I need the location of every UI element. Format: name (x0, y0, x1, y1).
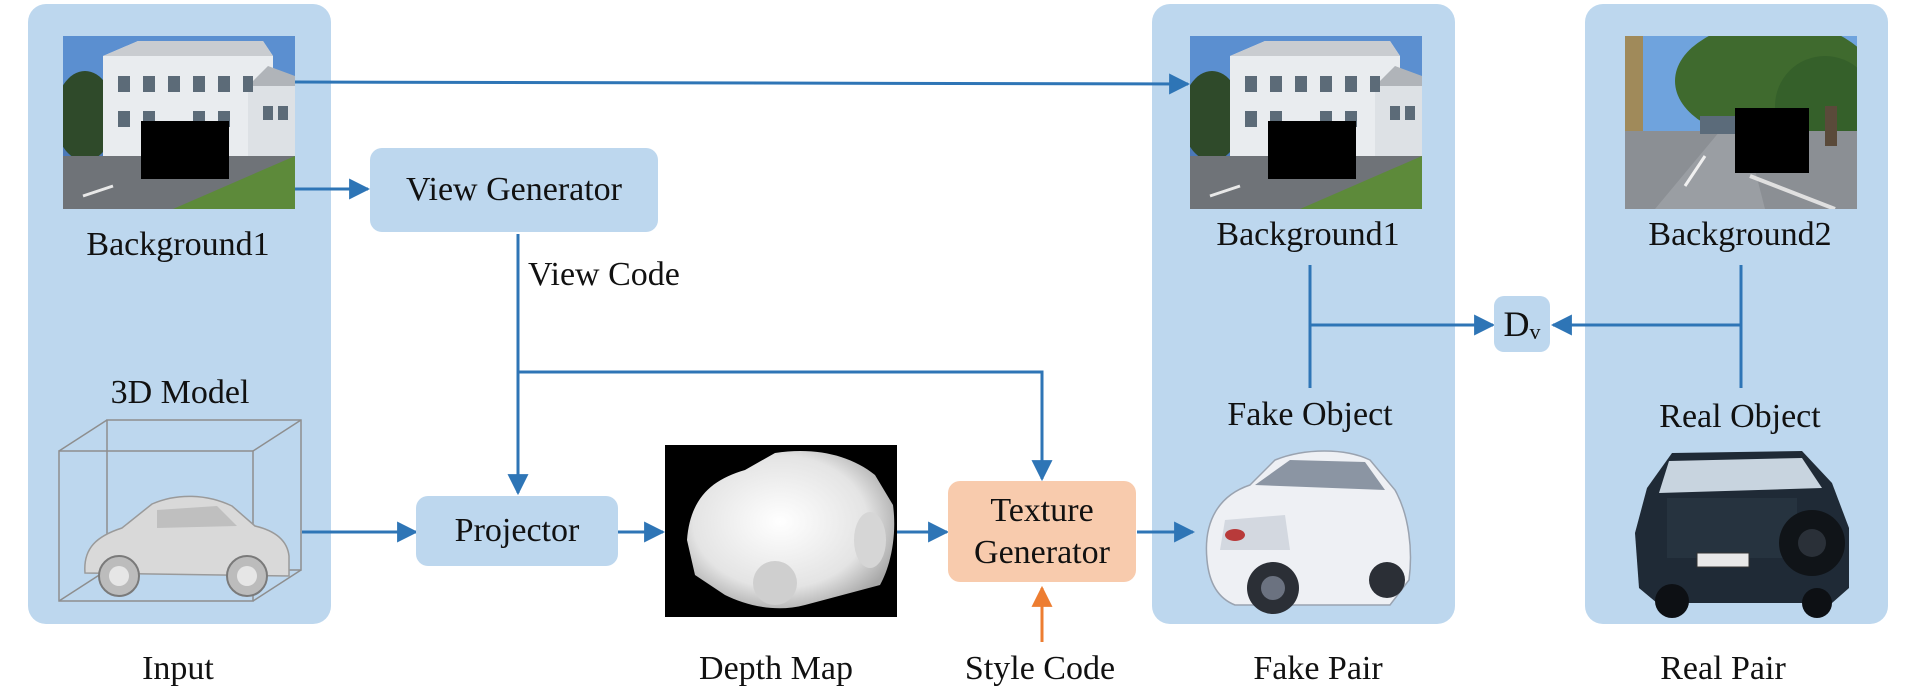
fake-object-label: Fake Object (1227, 396, 1393, 433)
depth-map-image (665, 445, 897, 617)
view-generator-label: View Generator (405, 171, 623, 208)
style-code-caption: Style Code (964, 650, 1116, 687)
projector-label: Projector (454, 512, 580, 549)
fake-object-image (1195, 440, 1415, 618)
real-pair-caption: Real Pair (1660, 650, 1786, 687)
background1-fake-label: Background1 (1216, 216, 1400, 253)
texture-generator-label-line1: Texture (990, 491, 1094, 529)
real-object-image (1627, 443, 1857, 618)
3d-model-image (57, 418, 305, 603)
fake-pair-caption: Fake Pair (1253, 650, 1383, 687)
discriminator-subscript: v (1529, 319, 1541, 344)
real-object-label: Real Object (1659, 398, 1821, 435)
input-caption: Input (142, 650, 214, 687)
3d-model-label: 3D Model (110, 374, 250, 411)
background1-input-image (63, 36, 295, 209)
discriminator-label: D (1503, 304, 1530, 344)
projector-node: Projector (416, 496, 618, 566)
depth-map-caption: Depth Map (699, 650, 853, 687)
view-generator-node: View Generator (370, 148, 658, 232)
arrow-view-code-to-texture-generator (518, 370, 1053, 482)
background1-fake-image (1190, 36, 1422, 209)
background2-image (1625, 36, 1857, 209)
texture-generator-node: Texture Generator (948, 481, 1136, 582)
view-code-label: View Code (528, 256, 680, 293)
background1-input-label: Background1 (86, 226, 270, 263)
arrow-background-to-fake-pair (294, 73, 1191, 95)
background2-label: Background2 (1648, 216, 1832, 253)
texture-generator-label-line2: Generator (974, 533, 1110, 571)
